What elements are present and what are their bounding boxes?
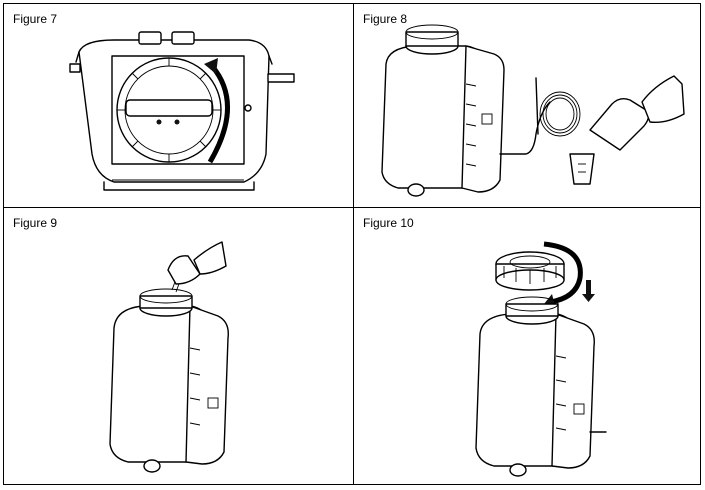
measure-concentrate-illustration [381, 24, 685, 197]
figure-7-caption: Figure 7 [13, 12, 58, 26]
figure-grid: Figure 7 [3, 3, 701, 485]
pour-into-tank-illustration [109, 241, 229, 473]
figure-9-caption: Figure 9 [13, 216, 58, 230]
figure-8-panel: Figure 8 [354, 4, 701, 207]
rotate-arrow [543, 241, 583, 305]
close-lid-illustration [475, 241, 607, 477]
horizontal-divider [4, 207, 700, 208]
figure-10-panel: Figure 10 [354, 208, 701, 485]
measuring-cup [569, 153, 595, 185]
sprayer-back-unlock-illustration [69, 31, 295, 191]
rotate-arrow [207, 64, 230, 164]
down-arrow [582, 280, 595, 302]
figure-9-panel: Figure 9 [4, 208, 353, 485]
hose-coil [539, 91, 581, 137]
figure-8-caption: Figure 8 [363, 12, 408, 26]
figure-7-panel: Figure 7 [4, 4, 353, 207]
vertical-divider [353, 4, 354, 484]
figure-10-caption: Figure 10 [363, 216, 414, 230]
bottle [589, 97, 650, 151]
